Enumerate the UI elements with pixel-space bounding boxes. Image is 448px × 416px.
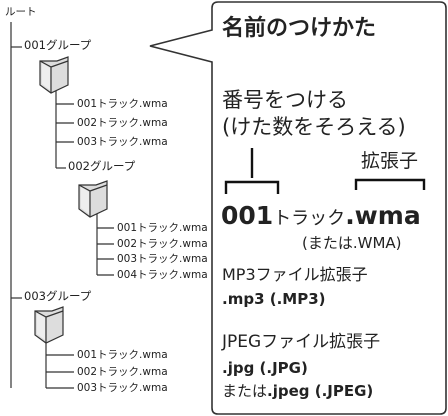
file-label: 004トラック.wma [117, 269, 208, 281]
jpeg-label: JPEGファイル拡張子 [222, 332, 381, 352]
file-label: 002トラック.wma [77, 366, 168, 378]
jpeg-extension: .jpg (.JPG) [222, 359, 308, 377]
digits-instruction: (けた数をそろえる) [222, 115, 406, 139]
example-alt: (または.WMA) [302, 234, 402, 252]
callout-bubble [149, 1, 447, 415]
file-label: 001トラック.wma [77, 349, 168, 361]
file-label: 001トラック.wma [77, 98, 168, 110]
jpeg-extension-alt: または.jpeg (.JPEG) [222, 384, 373, 399]
file-label: 003トラック.wma [77, 136, 168, 148]
example-extension: .wma [345, 201, 421, 230]
folder-icon [39, 56, 69, 94]
file-label: 003トラック.wma [117, 253, 208, 265]
mp3-extension: .mp3 (.MP3) [222, 290, 326, 308]
jpeg-alt-ext: .jpeg (.JPEG) [267, 382, 374, 400]
group-label: 003グループ [24, 289, 92, 303]
mp3-label: MP3ファイル拡張子 [222, 265, 368, 284]
extension-label: 拡張子 [361, 150, 419, 172]
file-label: 002トラック.wma [117, 238, 208, 250]
example-middle: トラック [273, 208, 346, 229]
root-label: ルート [5, 6, 37, 18]
file-label: 001トラック.wma [117, 222, 208, 234]
group-label: 002グループ [68, 159, 136, 173]
folder-icon [34, 306, 64, 344]
number-instruction: 番号をつける [222, 88, 348, 112]
panel-title: 名前のつけかた [222, 16, 377, 41]
file-label: 003トラック.wma [77, 382, 168, 394]
folder-icon [78, 180, 108, 218]
example-filename: 001トラック.wma [221, 203, 421, 228]
example-number: 001 [221, 201, 274, 230]
group-label: 001グループ [24, 38, 92, 52]
jpeg-alt-prefix: または [222, 382, 268, 400]
file-label: 002トラック.wma [77, 117, 168, 129]
